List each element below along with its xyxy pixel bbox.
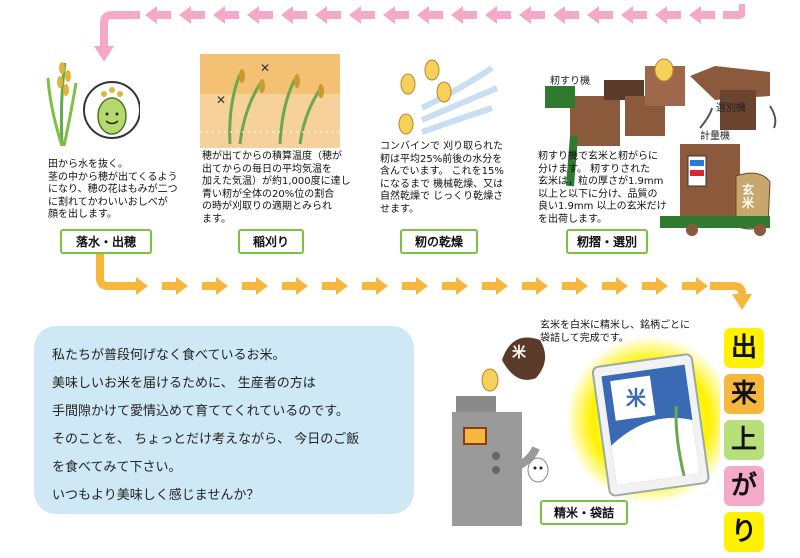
sack-char: 米 [512,345,526,361]
vertical-char: 上 [724,420,764,460]
message-line: 美味しいお米を届けるために、 生産者の方は [52,376,316,391]
svg-text:✕: ✕ [216,93,226,107]
rice-field-illustration: ✕✕ [200,54,340,148]
step3-description: コンバインで 刈り取られた籾は平均25%前後の水分を含んでいます。 これを15%… [380,141,504,215]
vertical-char: り [724,512,764,552]
message-line: を食べてみて下さい。 [52,460,182,475]
pink-curve-down [94,11,140,62]
vertical-char: が [724,466,764,506]
vertical-char: 来 [724,374,764,414]
machine-label-scale: 計量機 [700,131,730,142]
step2-label: 稲刈り [238,229,304,254]
orange-arrows-right [96,254,752,310]
final-vertical-title: 出 来 上 が り [724,328,764,558]
grain-drying-illustration [398,59,499,135]
step2-description: 穂が出てからの積算温度（穂が出てからの毎日の平均気温を加えた気温）が約1,000… [202,151,351,225]
final-description: 玄米を白米に精米し、銘柄ごとに袋詰して完成です。 [540,320,690,344]
message-line: 私たちが普段何げなく食べているお米。 [52,348,286,363]
step4-label: 籾摺・選別 [566,229,648,254]
step1-description: 田から水を抜く。茎の中から穂が出てくるようになり、穂の花はもみが二つに割れてかわ… [48,159,178,220]
svg-text:✕: ✕ [260,61,270,75]
final-label: 精米・袋詰 [540,500,628,525]
vertical-char: 出 [724,328,764,368]
step3-label: 籾の乾燥 [400,229,478,254]
husking-sorting-machines [545,58,777,236]
polishing-bagging-illustration [452,336,720,526]
rice-heading-illustration [46,62,140,147]
message-bubble: 私たちが普段何げなく食べているお米。 美味しいお米を届けるために、 生産者の方は… [34,326,414,514]
machine-label-sorter: 選別機 [716,103,746,114]
step1-label: 落水・出穂 [60,229,152,254]
top-arrow-row [145,4,745,26]
genmai-bag-label: 玄米 [742,183,755,210]
pink-arrows-left [145,4,745,24]
message-line: そのことを、 ちょっとだけ考えながら、 今日のご飯 [52,432,360,447]
machine-label-husker: 籾すり機 [550,76,590,87]
bag-char: 米 [626,386,646,410]
message-line: 手間隙かけて愛情込めて育ててくれているのです。 [52,404,349,419]
message-line: いつもより美味しく感じませんか？ [52,488,260,503]
